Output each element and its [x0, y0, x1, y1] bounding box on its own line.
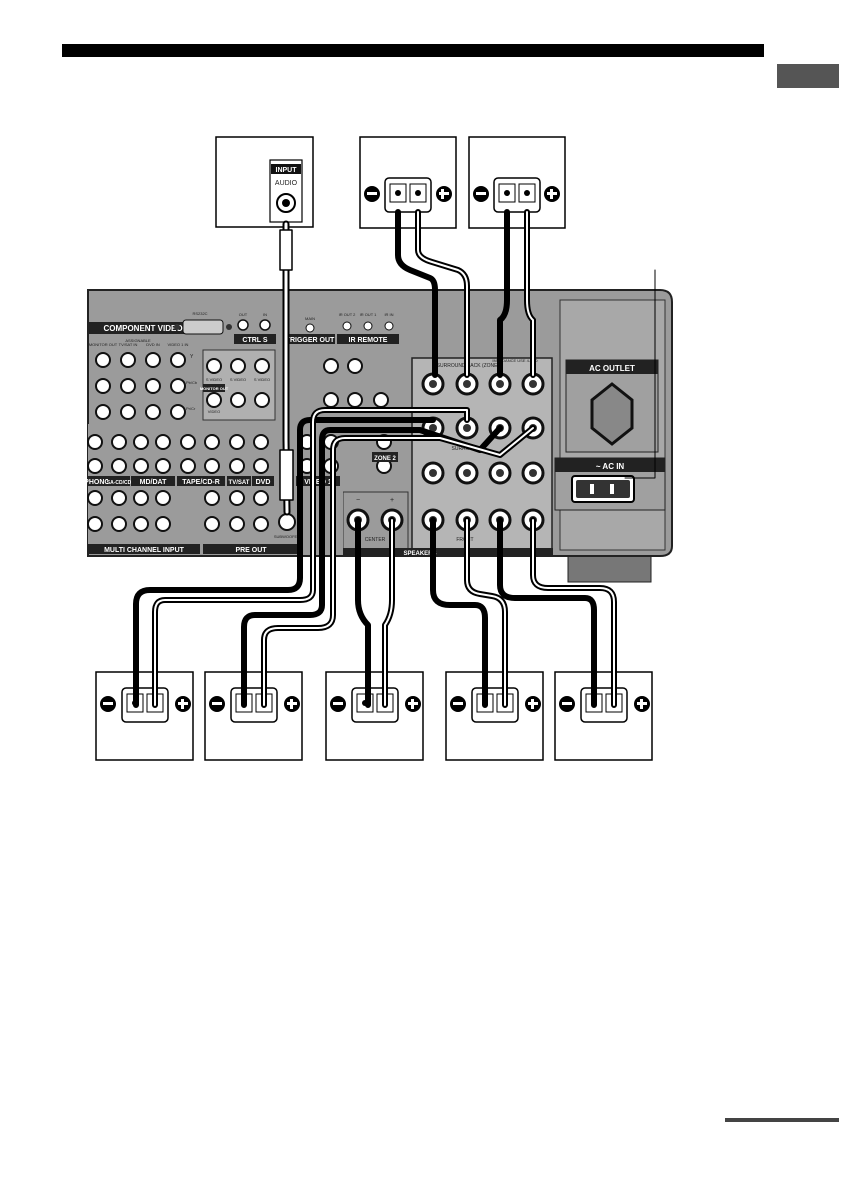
assignable-label: ASSIGNABLE	[125, 338, 151, 343]
multi-channel-input-label: MULTI CHANNEL INPUT	[104, 547, 185, 554]
input-label: INPUT	[276, 167, 298, 174]
monitor-out-tag: MONITOR OUT	[200, 386, 229, 391]
zone2-label: ZONE 2	[374, 456, 396, 462]
monitor-out-label: MONITOR OUT	[89, 342, 118, 347]
video1-in-label: VIDEO 1 IN	[168, 342, 189, 347]
s-video-label-3: S VIDEO	[254, 377, 270, 382]
video-label: VIDEO	[208, 409, 220, 414]
dvd-in-label: DVD IN	[146, 342, 160, 347]
speakers-label: SPEAKERS	[403, 551, 436, 557]
ctrl-s-in-label: IN	[263, 312, 267, 317]
bottom-speakers	[95, 671, 653, 761]
surround-back-zone2-label: SURROUND BACK (ZONE 2)	[437, 363, 504, 369]
ir-remote-label: IR REMOTE	[349, 337, 388, 344]
main-label: MAIN	[305, 316, 315, 321]
chapter-tab	[777, 64, 839, 88]
dvd-label: DVD	[256, 479, 271, 486]
sacd-label: SA-CD/CD	[107, 480, 132, 486]
continued-rule	[725, 1118, 839, 1122]
trigger-out-label: TRIGGER OUT	[286, 337, 335, 344]
subwoofer-input-box: INPUT AUDIO	[215, 136, 314, 228]
component-video-label: COMPONENT VIDEO	[103, 324, 182, 333]
surround-back-speaker-right	[468, 136, 566, 229]
surround-back-speaker-left	[359, 136, 457, 229]
header-bar	[62, 44, 764, 57]
md-dat-label: MD/DAT	[140, 479, 167, 486]
tape-cdr-label: TAPE/CD-R	[182, 479, 220, 486]
pr-label: Pr/Cr	[186, 406, 196, 411]
subwoofer-label: SUBWOOFER	[274, 534, 300, 539]
rs232c-label: RS232C	[192, 311, 207, 316]
ctrl-s-out-label: OUT	[239, 312, 248, 317]
s-video-label-2: S VIDEO	[230, 377, 246, 382]
tv-sat-in-label: TV/SAT IN	[119, 342, 138, 347]
ac-outlet-label: AC OUTLET	[589, 364, 635, 373]
ir-out1-label: IR OUT 1	[360, 312, 378, 317]
ir-out2-label: IR OUT 2	[339, 312, 357, 317]
phono-label: PHONO	[84, 479, 110, 486]
audio-label: AUDIO	[275, 180, 298, 187]
pre-out-label: PRE OUT	[235, 547, 267, 554]
ctrl-s-label: CTRL S	[242, 337, 267, 344]
center-label: CENTER	[365, 537, 386, 543]
ir-in-label: IR IN	[384, 312, 393, 317]
center-minus: −	[356, 497, 360, 504]
y-label: Y	[190, 354, 194, 360]
surround-label: SURROUND	[452, 446, 481, 452]
s-video-label: S VIDEO	[206, 377, 222, 382]
center-plus: +	[390, 497, 394, 504]
ac-in-label: ~ AC IN	[596, 462, 625, 471]
tv-sat-label: TV/SAT	[229, 480, 250, 486]
speaker-cables	[133, 209, 656, 708]
impedance-label: IMPEDANCE USE 4-16Ω	[492, 358, 537, 363]
video1-label: VIDEO 1	[304, 479, 332, 486]
pb-label: Pb/Cb	[186, 380, 198, 385]
